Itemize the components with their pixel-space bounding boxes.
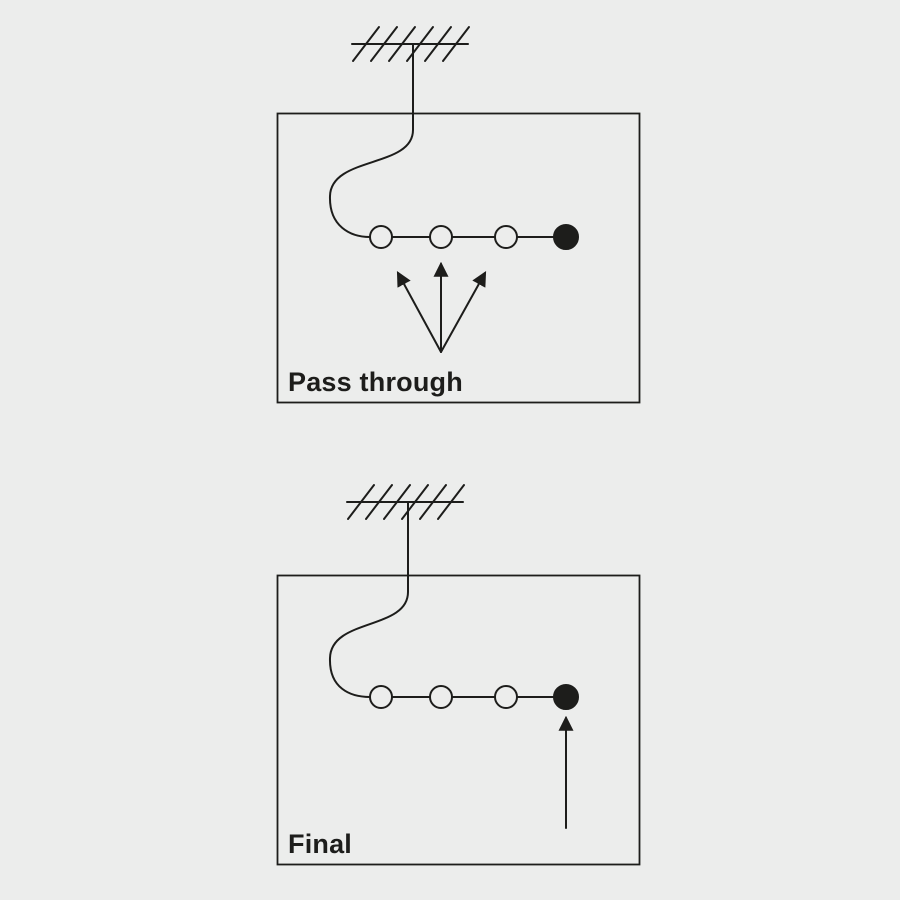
panel-final bbox=[276, 484, 641, 866]
socket-open-icon bbox=[494, 685, 518, 709]
socket-row bbox=[369, 224, 579, 250]
panel-pass-through bbox=[276, 26, 641, 404]
final-label: Final bbox=[288, 829, 353, 859]
socket-row bbox=[369, 684, 579, 710]
socket-open-icon bbox=[369, 685, 393, 709]
arrow-up-left-icon bbox=[396, 271, 442, 353]
antenna-icon bbox=[346, 484, 465, 520]
antenna-icon bbox=[351, 26, 470, 62]
pass-through-label: Pass through bbox=[288, 367, 463, 397]
antenna-cable bbox=[328, 501, 567, 698]
final-box bbox=[276, 574, 641, 866]
socket-open-icon bbox=[369, 225, 393, 249]
pass-through-arrows bbox=[396, 261, 487, 353]
antenna-cable bbox=[328, 43, 567, 238]
socket-final-icon bbox=[553, 224, 579, 250]
socket-final-icon bbox=[553, 684, 579, 710]
socket-open-icon bbox=[494, 225, 518, 249]
socket-open-icon bbox=[429, 685, 453, 709]
socket-open-icon bbox=[429, 225, 453, 249]
arrow-up-right-icon bbox=[440, 271, 487, 353]
pass-through-box bbox=[276, 112, 641, 404]
